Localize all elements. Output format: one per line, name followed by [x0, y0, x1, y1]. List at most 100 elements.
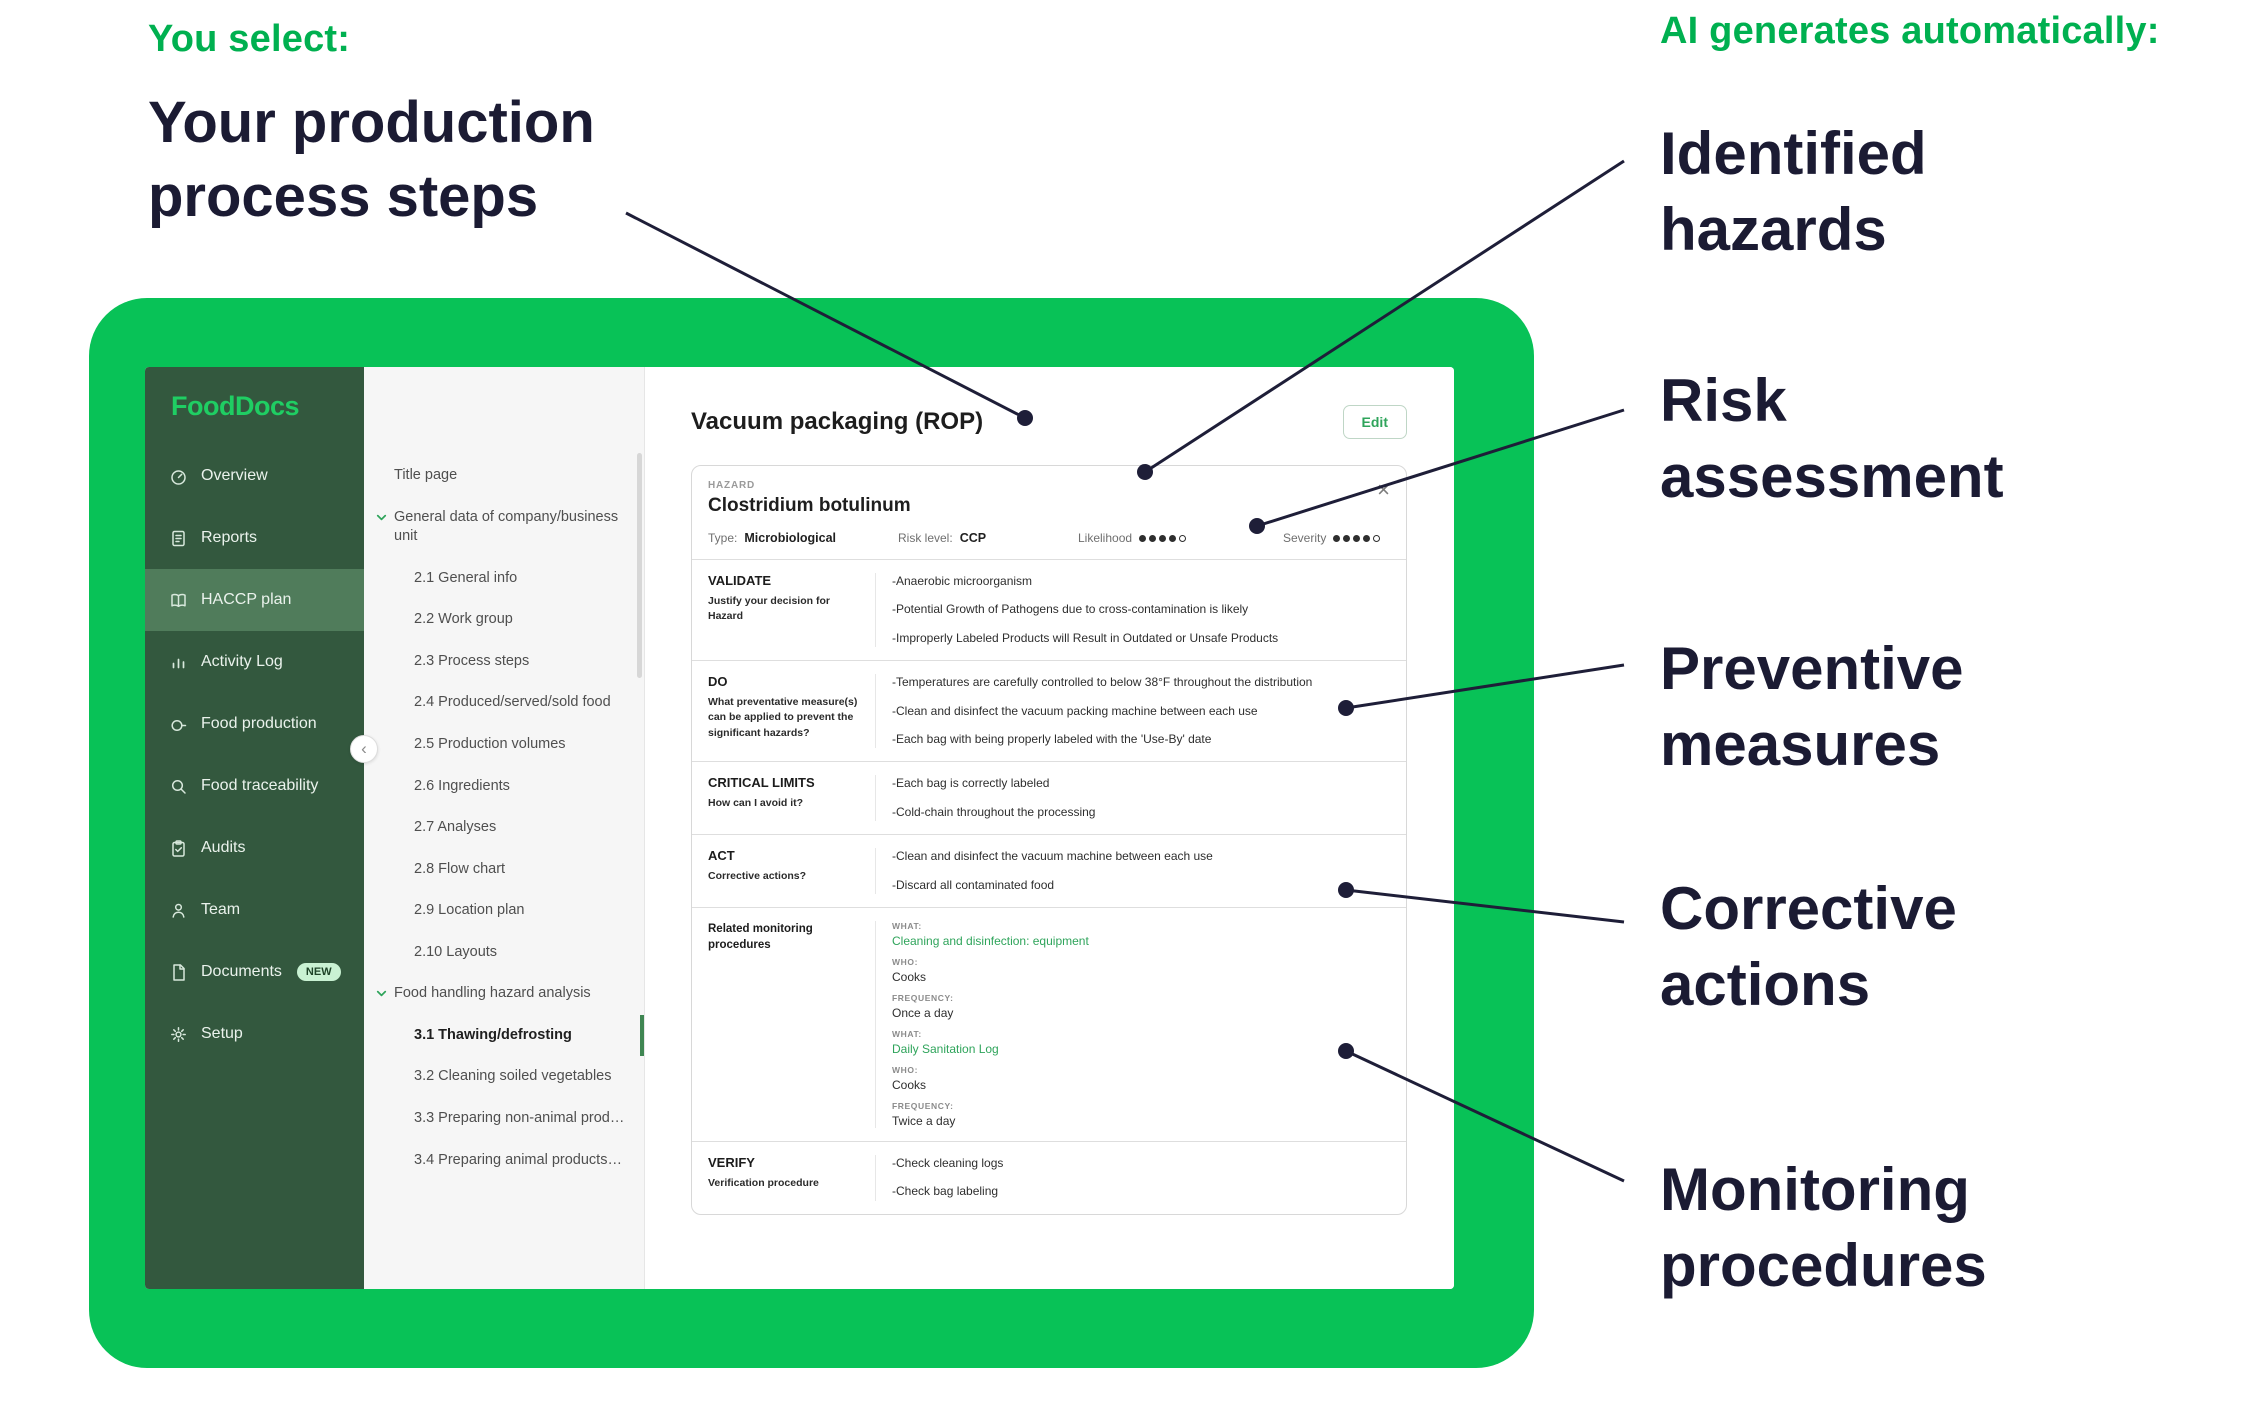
document-icon [173, 963, 185, 981]
bullet: -Check cleaning logs [892, 1155, 1004, 1170]
sidebar-item-audits[interactable]: Audits [145, 817, 364, 879]
bullet: -Potential Growth of Pathogens due to cr… [892, 602, 1249, 617]
type-value: Microbiological [744, 531, 837, 545]
toc-panel: Title page General data of company/busin… [364, 367, 645, 1289]
toc-item-2-1[interactable]: 2.1 General info [414, 569, 518, 586]
toc-item-general-data[interactable]: General data of company/business unit [364, 497, 644, 558]
toc-item-2-6[interactable]: 2.6 Ingredients [414, 777, 510, 794]
risk-level-value: CCP [959, 531, 987, 545]
sidebar-item-haccp-plan[interactable]: HACCP plan [145, 569, 364, 631]
section-subheading: Justify your decision for Hazard [708, 595, 830, 623]
section-subheading: Corrective actions? [708, 870, 807, 883]
rating-dot [1373, 534, 1381, 542]
sidebar-item-label: Reports [201, 529, 258, 546]
rating-dot [1363, 534, 1371, 542]
search-icon [171, 779, 186, 794]
sidebar-item-label: Overview [201, 467, 268, 484]
sidebar-item-activity-log[interactable]: Activity Log [145, 631, 364, 693]
what-label: WHAT: [892, 920, 922, 931]
likelihood-label: Likelihood [1078, 531, 1133, 545]
bullet: -Improperly Labeled Products will Result… [892, 630, 1279, 645]
sidebar: FoodDocs Overview Reports HACCP plan Act… [145, 367, 364, 1289]
gauge-icon [171, 469, 186, 485]
section-validate: VALIDATE Justify your decision for Hazar… [692, 559, 1406, 660]
close-icon[interactable]: × [1377, 477, 1390, 502]
gear-icon [171, 1026, 186, 1042]
toc-item-food-handling-hazard-analysis[interactable]: Food handling hazard analysis [364, 973, 644, 1015]
toc-item-3-2[interactable]: 3.2 Cleaning soiled vegetables [414, 1068, 612, 1085]
section-heading: VALIDATE [708, 573, 772, 588]
book-icon [171, 593, 186, 607]
frequency-value: Once a day [892, 1005, 954, 1020]
toc-item-3-1-selected[interactable]: 3.1 Thawing/defrosting [364, 1014, 644, 1057]
section-subheading: What preventative measure(s) can be appl… [708, 696, 858, 739]
sidebar-item-documents[interactable]: Documents NEW [145, 941, 364, 1003]
sidebar-item-food-traceability[interactable]: Food traceability [145, 755, 364, 817]
app-window: FoodDocs Overview Reports HACCP plan Act… [145, 367, 1454, 1289]
sidebar-item-label: Team [201, 901, 241, 918]
monitoring-procedure-link[interactable]: Cleaning and disinfection: equipment [892, 933, 1089, 948]
monitoring-procedure-link[interactable]: Daily Sanitation Log [892, 1041, 999, 1056]
frequency-label: FREQUENCY: [892, 1100, 954, 1111]
section-act: ACT Corrective actions? -Clean and disin… [692, 834, 1406, 907]
toc-item-title-page[interactable]: Title page [394, 467, 458, 483]
toc-item-2-10[interactable]: 2.10 Layouts [414, 943, 498, 960]
sidebar-item-reports[interactable]: Reports [145, 507, 364, 569]
sidebar-item-label: Audits [201, 839, 246, 856]
toc-item-2-5[interactable]: 2.5 Production volumes [414, 735, 566, 752]
what-label: WHAT: [892, 1028, 922, 1039]
rating-dot [1149, 534, 1157, 542]
section-subheading: Verification procedure [708, 1176, 819, 1189]
sidebar-item-label: Food traceability [201, 777, 319, 794]
sidebar-item-team[interactable]: Team [145, 879, 364, 941]
section-subheading: How can I avoid it? [708, 797, 804, 810]
section-critical-limits: CRITICAL LIMITS How can I avoid it? -Eac… [692, 761, 1406, 834]
sidebar-item-label: Activity Log [201, 653, 283, 670]
sidebar-item-setup[interactable]: Setup [145, 1003, 364, 1065]
rating-dot [1169, 534, 1177, 542]
sidebar-item-food-production[interactable]: Food production [145, 693, 364, 755]
sidebar-item-label: Documents [201, 963, 282, 980]
scrollbar[interactable] [637, 453, 642, 678]
new-badge: NEW [296, 963, 341, 981]
sidebar-item-overview[interactable]: Overview [145, 445, 364, 507]
section-monitoring: Related monitoring procedures WHAT: Clea… [692, 906, 1406, 1141]
bullet: -Check bag labeling [892, 1184, 999, 1199]
left-eyebrow: You select: [148, 18, 351, 60]
toc-item-2-9[interactable]: 2.9 Location plan [414, 902, 525, 919]
person-icon [172, 903, 185, 918]
toc-item-label: Food handling hazard analysis [394, 985, 591, 1002]
toc-item-2-3[interactable]: 2.3 Process steps [414, 652, 530, 669]
hazard-name: Clostridium botulinum [708, 495, 911, 516]
frequency-value: Twice a day [892, 1113, 956, 1128]
hazard-label: HAZARD [708, 480, 756, 491]
who-value: Cooks [892, 969, 927, 984]
hazard-card: HAZARD Clostridium botulinum × Type: Mic… [691, 465, 1407, 1215]
who-label: WHO: [892, 1064, 919, 1075]
bullet: -Clean and disinfect the vacuum machine … [892, 849, 1213, 864]
sidebar-collapse-button[interactable]: ‹ [350, 735, 378, 763]
likelihood-rating [1139, 534, 1187, 542]
rating-dot [1159, 534, 1167, 542]
toc-item-2-2[interactable]: 2.2 Work group [414, 611, 513, 628]
left-annotation-title: Your production process steps [148, 90, 595, 230]
type-label: Type: [708, 531, 738, 545]
rating-dot [1343, 534, 1351, 542]
label-preventive-measures: Preventive measures [1660, 635, 1964, 778]
edit-button[interactable]: Edit [1342, 405, 1407, 439]
toc-item-2-8[interactable]: 2.8 Flow chart [414, 860, 506, 877]
report-icon [172, 530, 185, 546]
section-heading: DO [708, 674, 728, 690]
toc-item-2-7[interactable]: 2.7 Analyses [414, 819, 497, 836]
section-heading: ACT [708, 848, 735, 864]
toc-item-3-4[interactable]: 3.4 Preparing animal products… [414, 1151, 622, 1168]
toc-item-2-4[interactable]: 2.4 Produced/served/sold food [414, 694, 611, 711]
sidebar-item-label: Food production [201, 715, 317, 732]
section-do: DO What preventative measure(s) can be a… [692, 660, 1406, 761]
bullet: -Each bag with being properly labeled wi… [892, 731, 1212, 746]
chevron-down-icon[interactable] [374, 986, 389, 1001]
chevron-down-icon[interactable] [374, 510, 389, 525]
fooddocs-logo: FoodDocs [171, 391, 300, 421]
toc-item-3-3[interactable]: 3.3 Preparing non-animal prod… [414, 1110, 625, 1126]
